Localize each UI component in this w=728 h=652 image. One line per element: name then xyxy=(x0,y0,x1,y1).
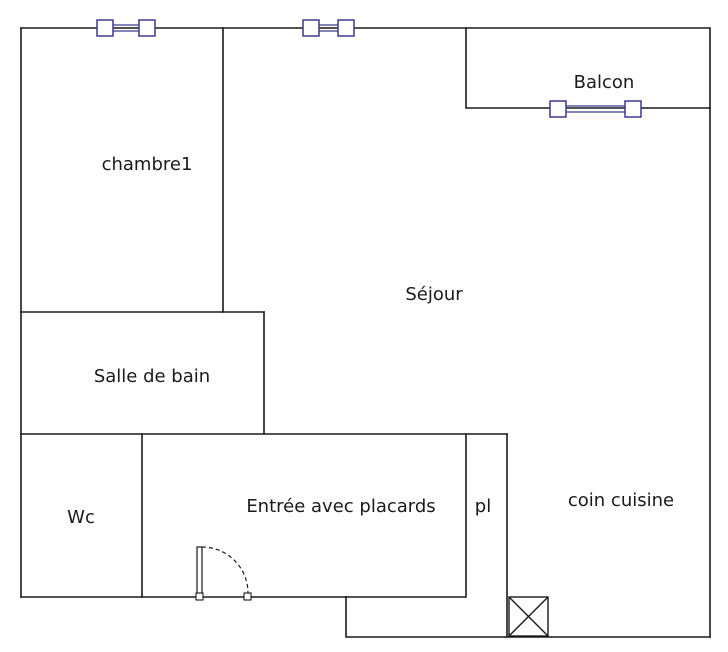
room-label-coin-cuisine: coin cuisine xyxy=(568,490,674,511)
room-label-sejour: Séjour xyxy=(405,284,463,305)
room-label-chambre1: chambre1 xyxy=(102,154,193,175)
window-chambre xyxy=(96,19,156,37)
window-sejour xyxy=(302,19,355,37)
wall-balcony xyxy=(465,27,711,109)
wall-entree-right xyxy=(345,433,467,598)
shaft-symbol xyxy=(508,596,549,637)
door-swing-arc xyxy=(201,546,249,594)
walls xyxy=(20,27,711,638)
room-label-wc: Wc xyxy=(67,507,95,528)
door-leaf xyxy=(196,546,203,598)
entrance-door xyxy=(195,546,252,601)
room-label-salle-de-bain: Salle de bain xyxy=(94,366,210,387)
room-label-placard: pl xyxy=(475,496,491,517)
room-label-balcon: Balcon xyxy=(574,72,635,93)
room-label-entree: Entrée avec placards xyxy=(246,496,435,517)
window-balcon xyxy=(549,100,642,118)
wall-bottom-right xyxy=(345,596,711,638)
